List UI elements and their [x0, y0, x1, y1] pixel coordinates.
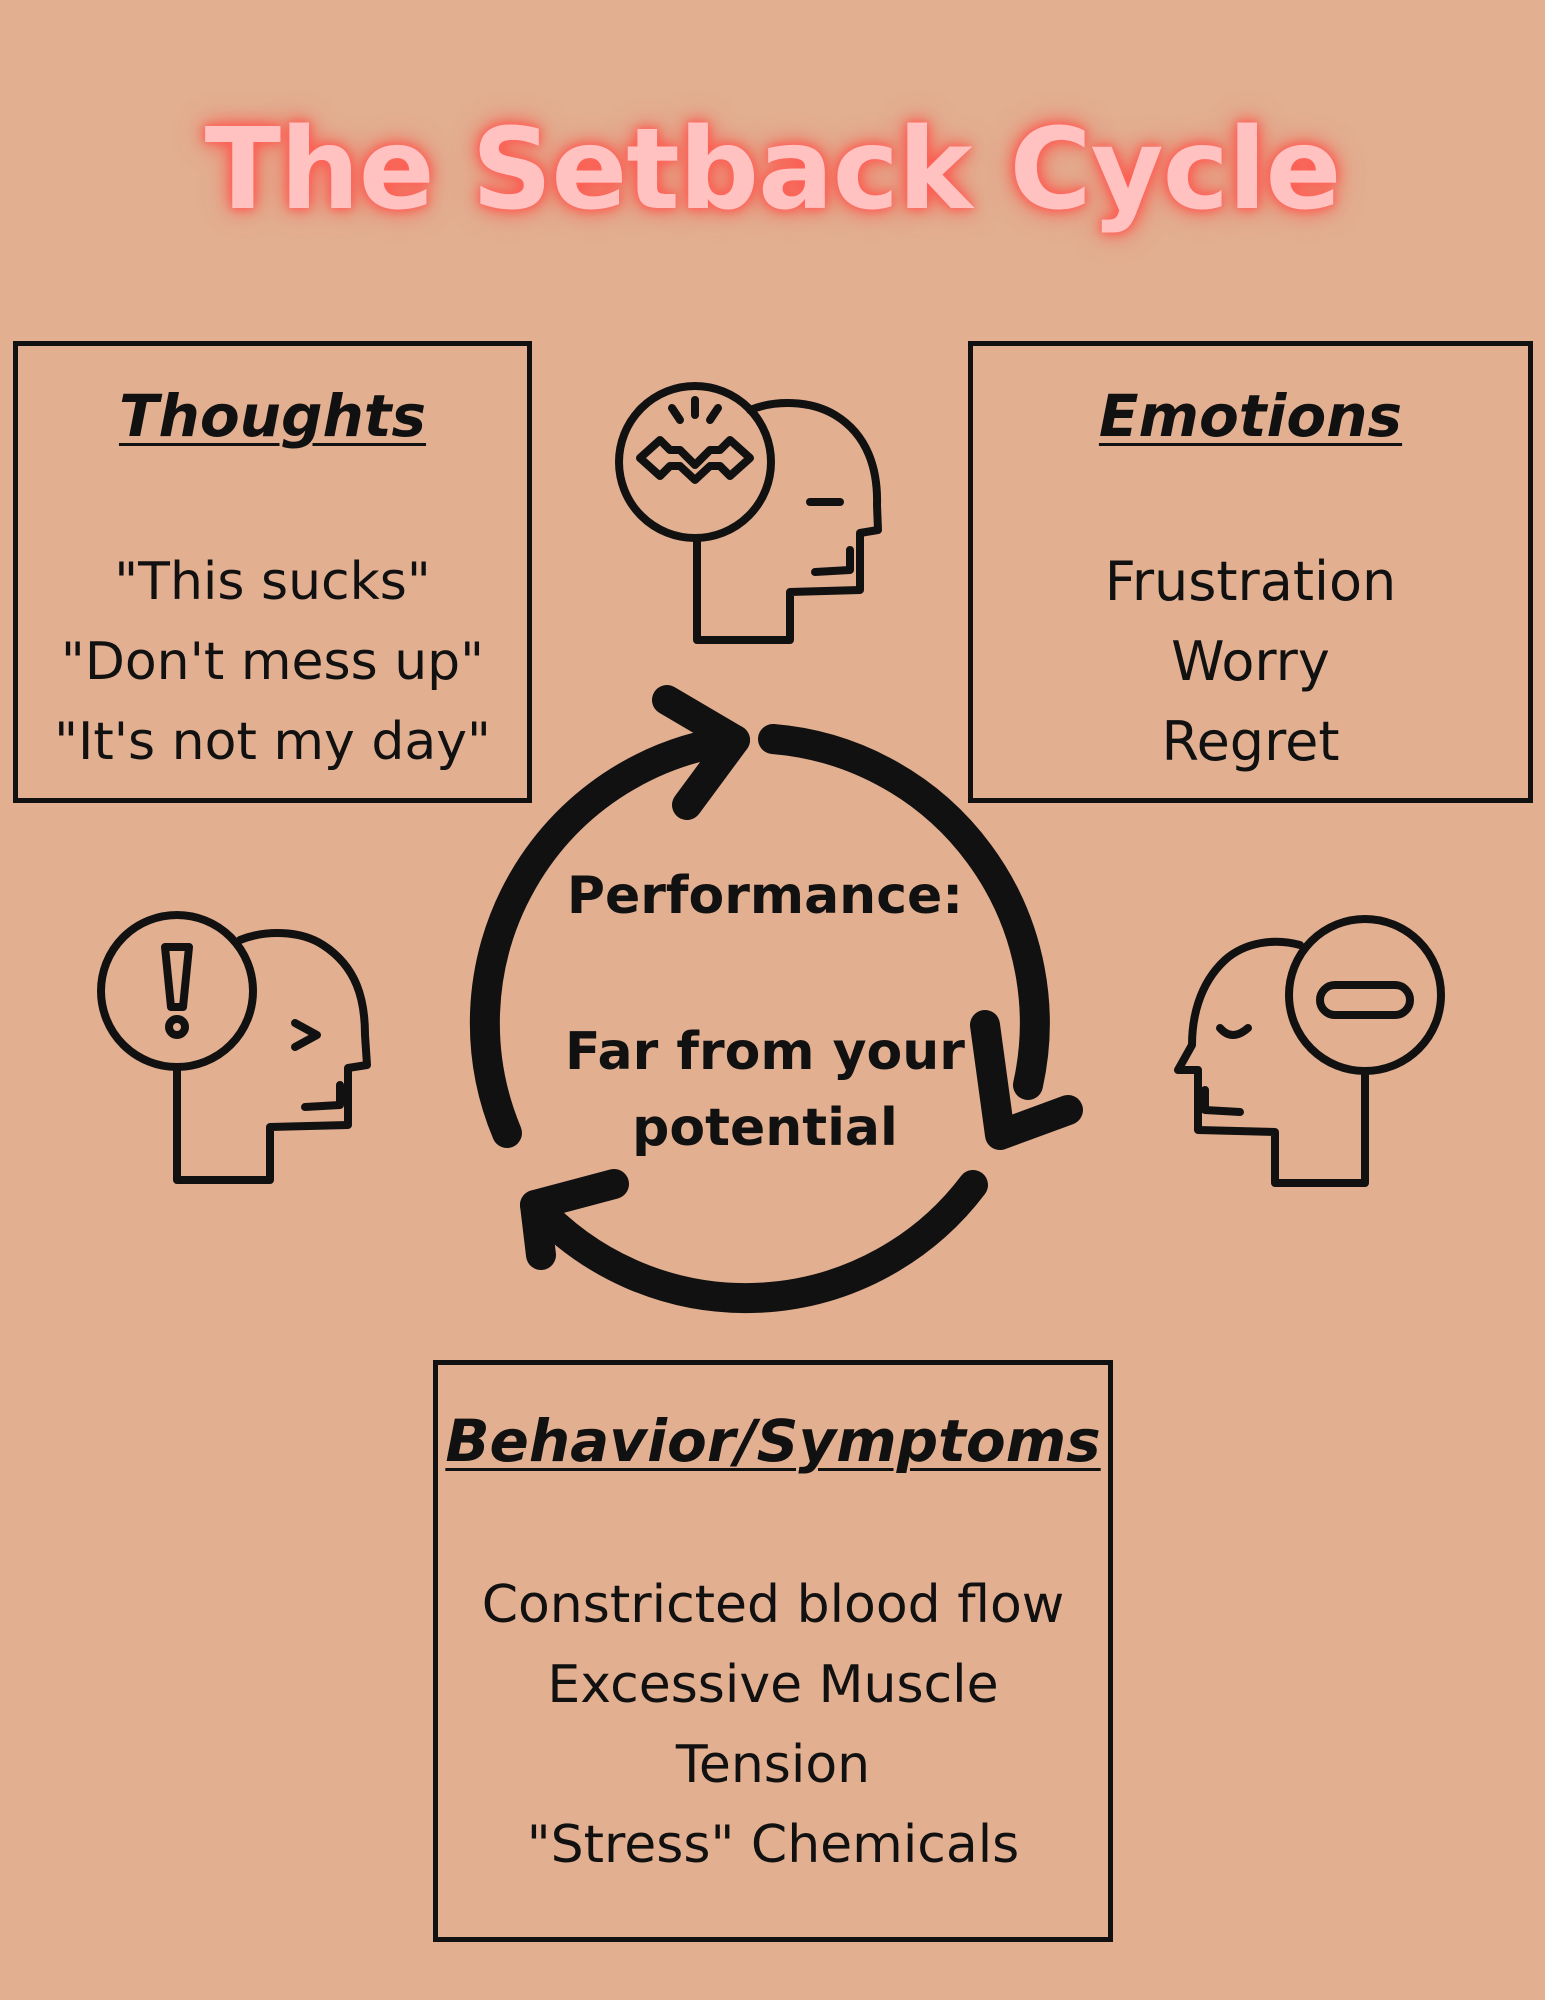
cycle-arrow-up	[469, 725, 750, 1148]
head-alert-icon	[97, 911, 371, 1184]
cycle-arrowhead-left	[520, 1169, 629, 1270]
cycle-arrow-left	[520, 1170, 988, 1314]
behavior-item: "Stress" Chemicals	[526, 1815, 1020, 1875]
behavior-list: Constricted blood flow Excessive Muscle …	[438, 1565, 1108, 1885]
thoughts-list: "This sucks" "Don't mess up" "It's not m…	[18, 542, 527, 782]
thoughts-box: Thoughts "This sucks" "Don't mess up" "I…	[13, 341, 532, 803]
thoughts-item: "It's not my day"	[54, 712, 491, 772]
performance-text-line: potential	[632, 1098, 898, 1158]
behavior-item: Tension	[675, 1735, 871, 1795]
behavior-box: Behavior/Symptoms Constricted blood flow…	[433, 1360, 1113, 1942]
behavior-heading: Behavior/Symptoms	[445, 1407, 1101, 1475]
emotions-item: Regret	[1161, 710, 1340, 773]
thoughts-item: "This sucks"	[114, 552, 431, 612]
head-confused-icon	[615, 382, 882, 644]
performance-text-line: Far from your	[565, 1022, 965, 1082]
head-sad-icon	[1174, 915, 1445, 1187]
cycle-arrow-down	[758, 724, 1050, 1100]
emotions-list: Frustration Worry Regret	[973, 542, 1528, 782]
thoughts-heading: Thoughts	[118, 382, 427, 450]
emotions-heading: Emotions	[1098, 382, 1403, 450]
page-title: The Setback Cycle	[204, 105, 1342, 235]
thoughts-item: "Don't mess up"	[60, 632, 485, 692]
emotions-item: Worry	[1171, 630, 1330, 693]
performance-label: Performance:	[566, 866, 964, 926]
emotions-box: Emotions Frustration Worry Regret	[968, 341, 1533, 803]
cycle-arrowhead-up	[652, 685, 750, 820]
behavior-item: Excessive Muscle	[547, 1655, 999, 1715]
cycle-arrowhead-down	[970, 1010, 1083, 1150]
behavior-item: Constricted blood flow	[481, 1575, 1065, 1635]
emotions-item: Frustration	[1104, 550, 1397, 613]
